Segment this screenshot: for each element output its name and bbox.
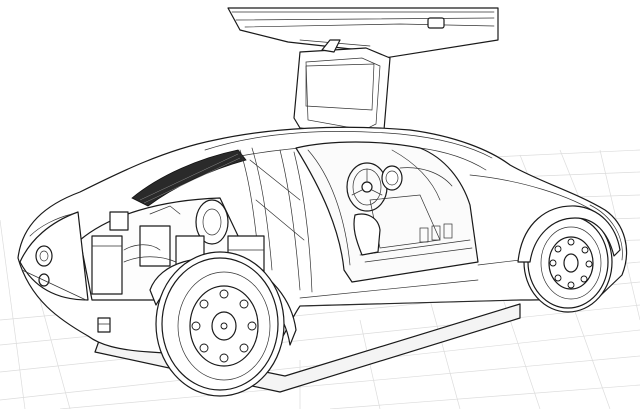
rear-bracket bbox=[97, 317, 111, 333]
gullwing-door bbox=[227, 7, 499, 139]
steering-wheel bbox=[346, 162, 388, 212]
front-wheel bbox=[523, 211, 613, 313]
rear-wheel bbox=[155, 251, 285, 397]
